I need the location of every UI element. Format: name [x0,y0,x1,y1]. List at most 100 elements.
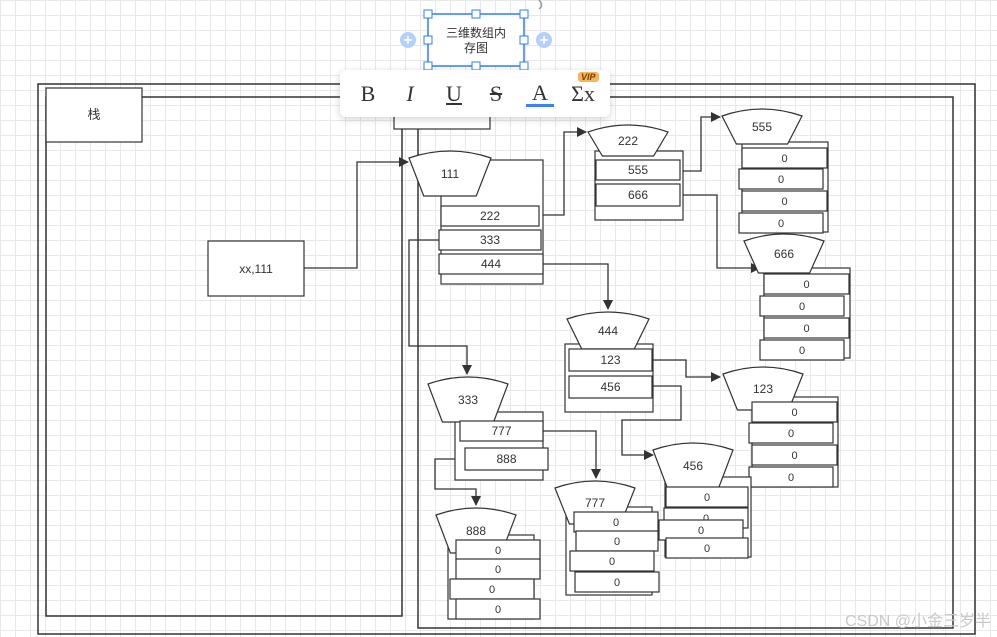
array-cell [568,375,653,399]
array-cell-value: 0 [803,323,809,335]
selection-handle[interactable] [423,61,433,71]
array-cell-value: 0 [803,279,809,291]
array-header-shape [722,366,804,411]
var-label: xx,111 [239,262,273,276]
array-cell-value: 888 [496,452,516,466]
watermark: CSDN @小金三岁半 [844,613,991,630]
connector-333-to-arr333 [408,239,472,375]
connector-123-to-arr123 [652,359,721,382]
array-header-shape [587,124,669,157]
rotate-handle-icon[interactable] [538,0,543,10]
array-name-label: 123 [753,382,773,396]
array-cell [569,550,655,572]
array-header-shape [408,150,492,197]
array-cell-value: 0 [791,450,797,462]
array-cell-value: 0 [495,545,501,557]
connector-var-to-111 [304,157,409,269]
connector-456-to-arr456 [621,385,682,460]
array-header-shape [743,233,825,274]
array-cell [440,205,540,227]
array-cell-value: 0 [781,196,787,208]
title-node[interactable]: 三维数组内 存图 [400,0,552,71]
array-cell-value: 222 [480,209,500,223]
font-color-button[interactable]: A [526,80,554,107]
array-cell-value: 0 [698,525,704,537]
connector-666-to-arr666 [680,194,761,273]
array-cell-value: 0 [489,584,495,596]
strikethrough-button[interactable]: S [489,81,503,106]
array-cell [759,339,845,361]
array-cell-value: 0 [704,543,710,555]
bold-button[interactable]: B [360,81,376,106]
array-name-label: 777 [585,496,605,510]
connector-777-to-arr777 [543,430,601,479]
stack-label: 栈 [87,107,100,122]
stack-frame [45,96,403,617]
connector-888-to-arr888 [434,458,481,506]
array-cell [459,420,544,442]
array-cell [759,295,845,317]
array-cell [748,422,834,444]
text-format-toolbar: B I U S A Σx VIP [340,70,610,117]
array-cell [751,444,838,466]
array-name-label: 888 [466,524,486,538]
array-cell [738,212,824,234]
array-cell-value: 666 [628,188,648,202]
array-cell [741,190,828,212]
array-header-shape [566,311,650,350]
formula-button[interactable]: Σx [571,81,595,106]
array-cell [595,183,681,207]
array-cell-value: 0 [495,604,501,616]
array-cell-value: 555 [628,163,648,177]
selection-handle[interactable] [519,35,529,45]
underline-button[interactable]: U [446,81,462,106]
array-cell-value: 0 [778,218,784,230]
array-cell [464,447,549,471]
array-cell-value: 123 [600,353,620,367]
array-cell-value: 0 [799,301,805,313]
array-222: 222 555 666 [587,124,684,221]
selection-handle[interactable] [519,61,529,71]
array-name-label: 222 [618,134,638,148]
selection-handle[interactable] [519,9,529,19]
array-cell-value: 0 [614,536,620,548]
array-header-shape [652,442,734,489]
array-name-label: 111 [441,167,460,181]
array-cell-value: 456 [600,380,620,394]
add-right-icon[interactable] [536,32,552,48]
array-cell-value: 0 [788,428,794,440]
add-left-icon[interactable] [400,32,416,48]
array-cell-value: 0 [799,345,805,357]
italic-button[interactable]: I [406,81,414,106]
array-cell [751,401,838,423]
selection-handle[interactable] [423,35,433,45]
selection-handle[interactable] [423,9,433,19]
selection-handle[interactable] [471,9,481,19]
array-cell-value: 0 [778,174,784,186]
array-cell [741,147,828,169]
array-cell-value: 0 [781,153,787,165]
title-line-2: 存图 [464,41,488,55]
title-line-1: 三维数组内 [446,25,506,40]
array-cell-value: 0 [614,577,620,589]
array-cell [595,159,681,181]
array-cell [455,598,541,620]
connector-555-to-arr555 [680,112,721,172]
array-cell-value: 0 [704,492,710,504]
array-name-label: 444 [598,324,618,338]
array-444: 444 123 456 [564,311,654,413]
selection-handle[interactable] [471,61,481,71]
array-cell-value: 777 [491,424,511,438]
array-header-shape [721,108,803,145]
array-cell [763,317,850,339]
array-cell [738,168,824,190]
